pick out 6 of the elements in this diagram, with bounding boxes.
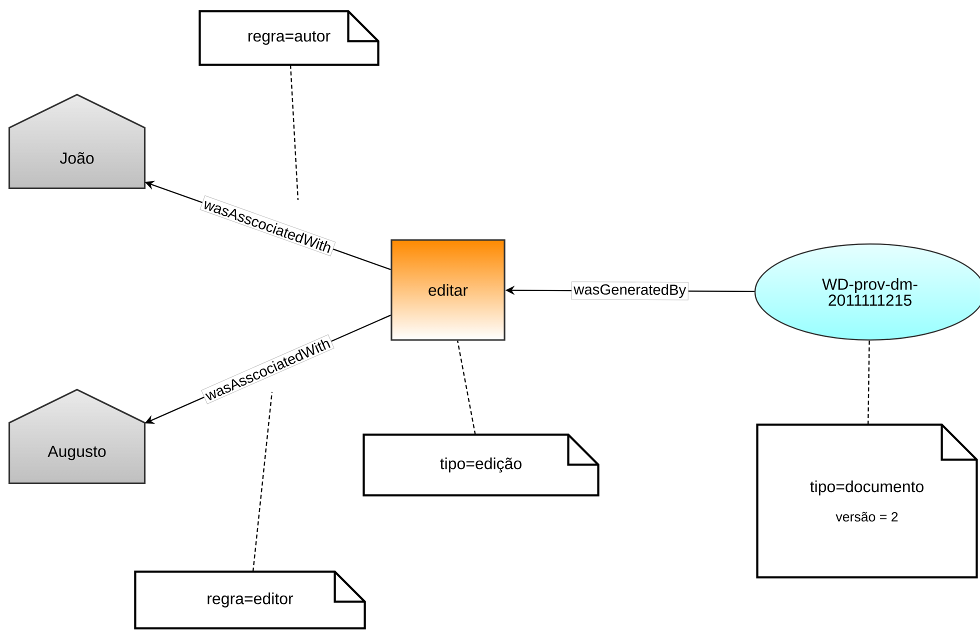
leader-line [457,340,476,435]
leader-line [868,340,870,425]
edge-label: wasGeneratedBy [571,281,688,300]
leader-line [252,392,273,572]
leader-line [290,64,299,200]
activity-box: editar [390,239,506,341]
